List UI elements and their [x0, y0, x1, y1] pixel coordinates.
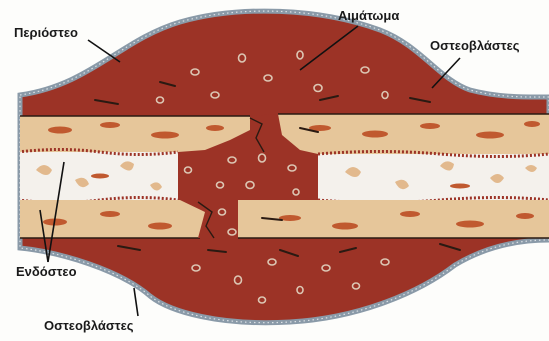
label-osteoblasts-top: Οστεοβλάστες	[430, 38, 520, 53]
label-periosteum: Περιόστεο	[14, 25, 78, 40]
label-osteoblasts-bottom: Οστεοβλάστες	[44, 318, 134, 333]
label-endosteum: Ενδόστεο	[16, 264, 77, 279]
label-hematoma: Αιμάτωμα	[338, 8, 399, 23]
lower-bone-cortex	[18, 200, 549, 238]
